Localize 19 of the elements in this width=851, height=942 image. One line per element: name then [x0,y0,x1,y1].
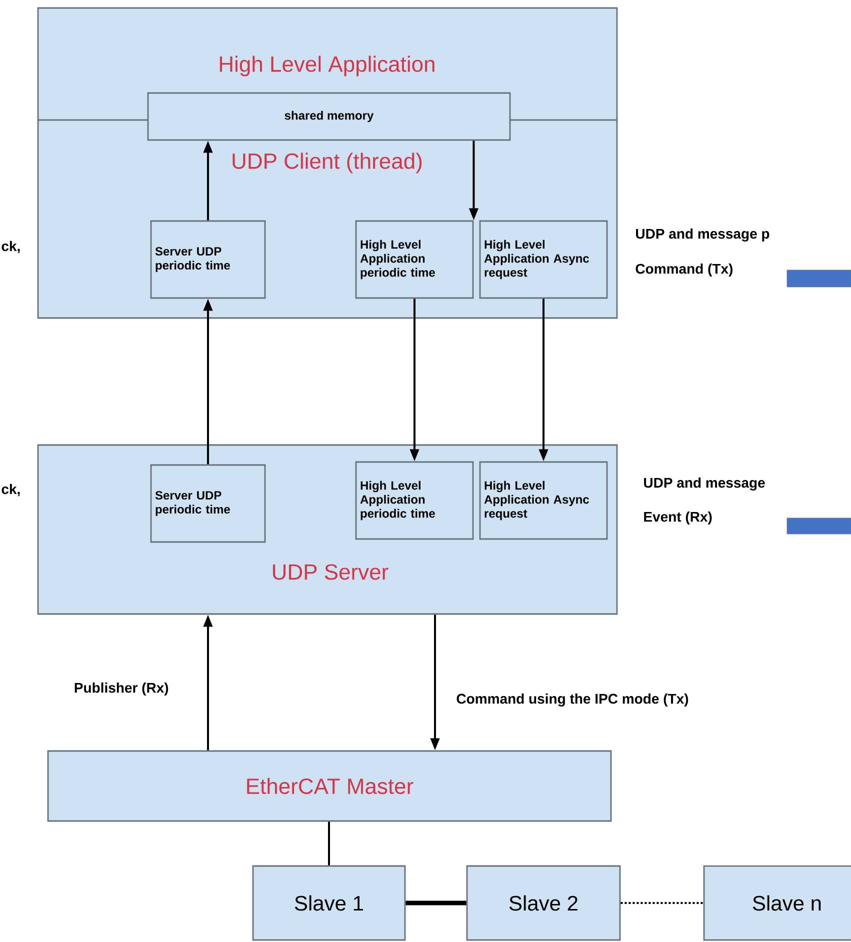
side-label: UDP and message [644,477,765,491]
process-box: High Level Application Async request [479,461,608,540]
slave-box: Slave 1 [252,865,406,941]
side-label: Command (Tx) [636,263,732,277]
side-label: UDP and message p [636,228,770,242]
side-label: ck, [2,484,20,496]
process-box: High Level Application Async request [479,220,608,299]
side-label: ck, [2,240,20,254]
slave-box: Slave n [703,865,851,941]
process-box: Server UDP periodic time [150,220,266,299]
edge-label: Command using the IPC mode (Tx) [455,692,690,708]
process-box: High Level Application periodic time [355,220,474,299]
edge-label: Publisher (Rx) [72,681,170,697]
process-box: Server UDP periodic time [150,464,266,543]
memory-box: shared memory [147,92,511,141]
side-label: Event (Rx) [644,511,712,525]
slave-box: Slave 2 [466,865,621,941]
master-box: EtherCAT Master [47,750,612,822]
process-box: High Level Application periodic time [355,461,474,540]
